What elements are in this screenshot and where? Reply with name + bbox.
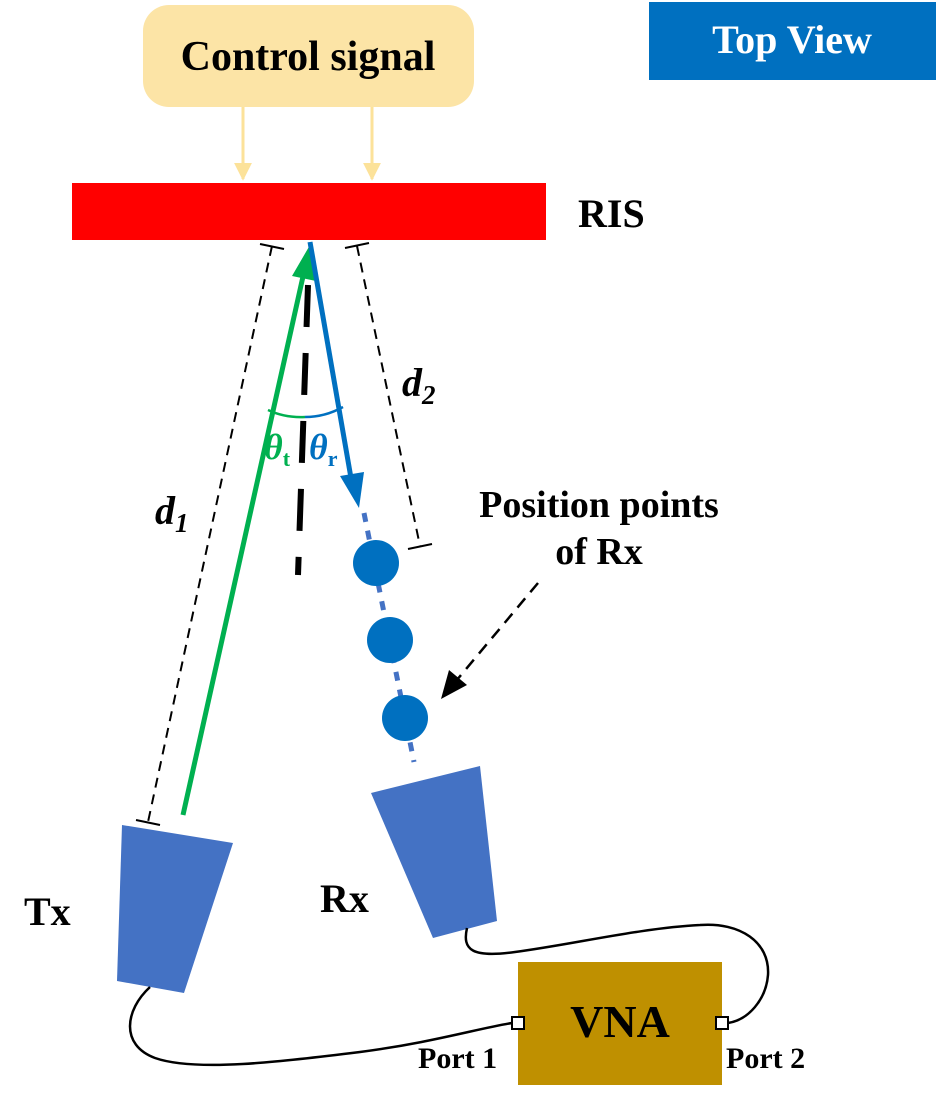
ris-surface bbox=[72, 183, 546, 240]
theta-t-label: θt bbox=[264, 427, 291, 471]
port1-connector bbox=[511, 1016, 525, 1030]
theta-r-label: θr bbox=[309, 427, 338, 471]
theta-t-arc bbox=[267, 408, 306, 419]
rx-antenna-icon bbox=[371, 766, 497, 938]
port2-connector bbox=[715, 1016, 729, 1030]
d1-label: d1 bbox=[155, 488, 189, 538]
position-points-pointer bbox=[441, 582, 539, 699]
d1-dimension bbox=[135, 243, 285, 826]
control-signal-box: Control signal bbox=[143, 5, 474, 107]
vna-label: VNA bbox=[570, 996, 670, 1047]
tx-cable bbox=[128, 986, 513, 1067]
rx-position-point bbox=[382, 695, 428, 741]
top-view-badge: Top View bbox=[649, 2, 936, 80]
ris-label: RIS bbox=[578, 191, 645, 236]
control-signal-label: Control signal bbox=[181, 34, 436, 80]
d2-label: d2 bbox=[402, 360, 436, 410]
rx-cable bbox=[464, 923, 770, 1025]
rx-label: Rx bbox=[320, 876, 369, 921]
port1-label: Port 1 bbox=[418, 1042, 497, 1075]
position-points-label-line1: Position points bbox=[479, 484, 719, 526]
incident-ray bbox=[180, 245, 316, 816]
reflected-ray bbox=[307, 241, 364, 508]
vna-instrument: VNA bbox=[518, 962, 722, 1085]
top-view-label: Top View bbox=[712, 17, 872, 62]
theta-r-arc bbox=[304, 405, 344, 419]
tx-antenna-icon bbox=[117, 825, 233, 993]
tx-label: Tx bbox=[24, 889, 71, 934]
ris-normal-line bbox=[295, 284, 311, 576]
rx-position-point bbox=[367, 617, 413, 663]
rx-position-point bbox=[353, 540, 399, 586]
position-points-label-line2: of Rx bbox=[555, 531, 643, 573]
d2-dimension bbox=[344, 242, 433, 550]
port2-label: Port 2 bbox=[726, 1042, 805, 1075]
